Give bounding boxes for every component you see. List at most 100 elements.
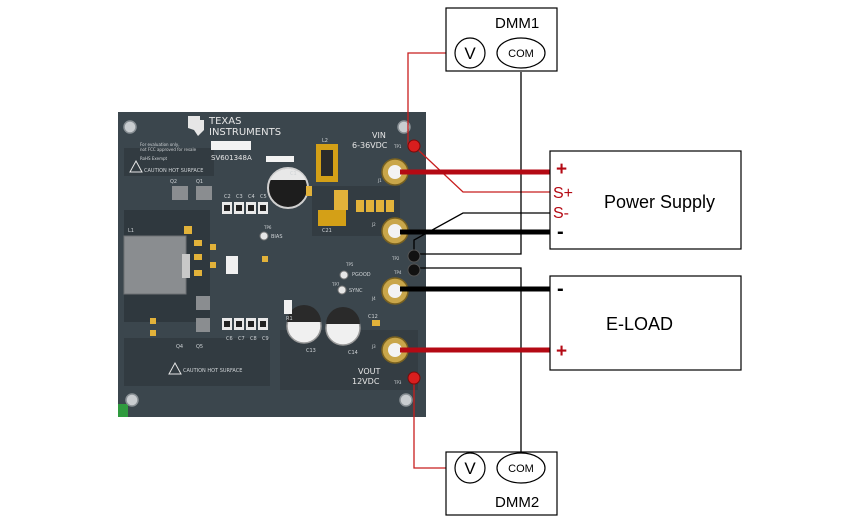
dmm2-v-label: V: [464, 459, 476, 478]
cap-c9-body: [260, 321, 266, 327]
vin-label: VIN: [372, 131, 386, 140]
dmm2-v-terminal: [454, 452, 486, 484]
pcb-region-bottom-left: [124, 338, 270, 386]
input-cap-row: C2 C3 C4 C5: [222, 194, 268, 214]
capacitor-c14-top: [326, 307, 360, 324]
vout-value: 12VDC: [352, 377, 380, 386]
label-j2: J2: [371, 222, 376, 227]
part-number-white-box-2: [266, 156, 294, 162]
power-supply-minus: -: [557, 221, 564, 243]
mount-hole-tl: [123, 120, 137, 134]
caution-triangle-top-icon: [129, 159, 143, 173]
passive-3: [194, 270, 202, 276]
ti-logo: Texas Instruments: [188, 116, 281, 138]
capacitor-c13-top: [287, 305, 321, 322]
jack-j4-hole: [388, 284, 402, 298]
label-tp6: TP6: [263, 225, 272, 230]
passive-4: [210, 244, 216, 250]
tp2-connector: [407, 249, 421, 263]
dmm2-title: DMM2: [495, 494, 539, 511]
capacitor-c1-stripe: [270, 168, 306, 180]
caution-top: CAUTION HOT SURFACE: [129, 159, 203, 174]
tp3-connector: [407, 371, 421, 385]
fet-q4: [196, 296, 210, 310]
passive-6: [150, 318, 156, 324]
tp1-connector: [407, 139, 421, 153]
board-test-points: [407, 139, 421, 385]
board-brand-line1: Texas: [208, 116, 241, 127]
cap-c12: [372, 320, 380, 326]
tp7-small: [337, 285, 347, 295]
passive-1: [194, 240, 202, 246]
part-number-white-box: [211, 141, 251, 150]
passive-7: [150, 330, 156, 336]
tp4-connector: [407, 263, 421, 277]
label-c13: C13: [306, 348, 316, 354]
eval-note-1: For evaluation only,: [140, 142, 180, 147]
label-c12: C12: [368, 314, 378, 320]
label-c6: C6: [226, 336, 233, 342]
cap-c4-body: [248, 205, 254, 211]
vin-range: 6-36VDC: [352, 141, 388, 150]
ycap-3: [376, 200, 384, 212]
inductor-l1-pad: [182, 254, 190, 278]
jack-j3-hole: [388, 343, 402, 357]
caution-triangle-bottom-icon: [168, 361, 182, 375]
label-tp3: TP3: [393, 380, 402, 385]
label-j3: J3: [371, 344, 376, 349]
tp6-small: [259, 231, 269, 241]
cap-c8-body: [248, 321, 254, 327]
label-c9: C9: [262, 336, 269, 342]
mount-hole-tr: [397, 120, 411, 134]
dmm2-com-terminal: [496, 452, 546, 484]
power-supply-box: Power Supply + S+ S- -: [549, 150, 742, 250]
wire-tp1-to-sense-plus: [413, 145, 550, 193]
label-j4: J4: [371, 296, 376, 301]
passive-5: [210, 262, 216, 268]
wire-tp3-to-dmm2-v: [413, 380, 456, 469]
ti-logo-icon: [188, 116, 204, 136]
eval-note-2: not FCC approved for resale: [140, 147, 197, 152]
label-c8: C8: [250, 336, 257, 342]
passive-8: [262, 256, 268, 262]
label-tp4: TP4: [393, 270, 402, 275]
label-l1: L1: [128, 228, 134, 234]
mount-hole-bl: [125, 393, 139, 407]
label-c2: C2: [224, 194, 231, 200]
bias-label: BIAS: [271, 234, 283, 240]
dmm1-com-terminal: [496, 37, 546, 69]
wire-tp4-to-dmm2-com: [416, 267, 522, 454]
jack-j2-hole: [388, 224, 402, 238]
yellow-cap-row: C21: [318, 190, 394, 234]
label-j1: J1: [377, 178, 382, 183]
jack-j4: [381, 277, 409, 305]
cap-c5-body: [260, 205, 266, 211]
dmm1-v-terminal: [454, 37, 486, 69]
label-c3: C3: [236, 194, 243, 200]
dmm1-box: DMM1 V COM: [445, 7, 558, 72]
inductor-l1: [123, 235, 187, 295]
thick-wires: [400, 169, 552, 353]
thin-wires: [407, 52, 550, 469]
resistor-r1: [284, 300, 292, 314]
board-brand-line2: Instruments: [209, 127, 281, 138]
power-supply-plus: +: [556, 159, 567, 180]
label-c14: C14: [348, 350, 358, 356]
dmm1-com-label: COM: [508, 48, 534, 60]
power-supply-frame: [549, 150, 742, 250]
wire-dmm1-com-to-tp2: [413, 72, 522, 255]
label-c21: C21: [322, 228, 332, 234]
mount-hole-br: [399, 393, 413, 407]
label-tp5: TP5: [345, 262, 354, 267]
fet-q5: [196, 318, 210, 332]
pcb-edge-mark: [118, 404, 128, 417]
label-tp1: TP1: [393, 144, 402, 149]
pcb-region-top-left: [124, 148, 214, 176]
dmm2-com-label: COM: [508, 463, 534, 475]
power-supply-title: Power Supply: [604, 192, 715, 212]
label-c4: C4: [248, 194, 255, 200]
caution-bottom: CAUTION HOT SURFACE: [168, 361, 242, 375]
tp5-small: [339, 270, 349, 280]
eload-minus: -: [557, 278, 564, 300]
